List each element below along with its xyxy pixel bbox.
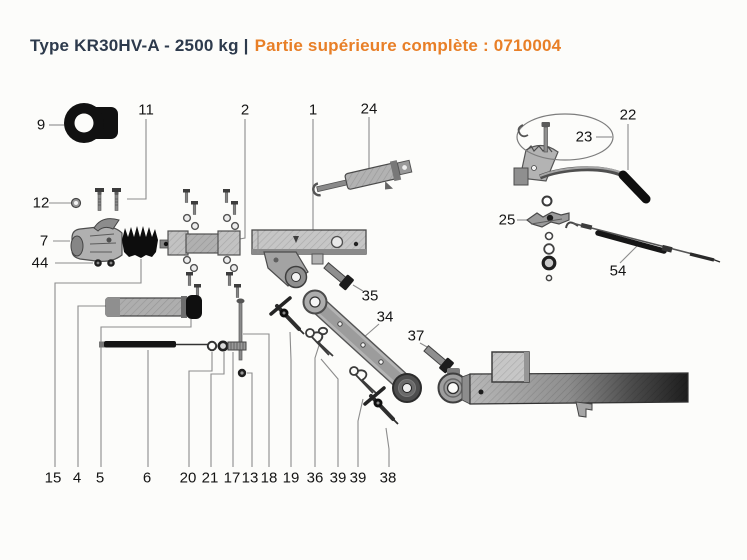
towing-eye-part — [64, 103, 118, 143]
bolt-pair-part — [94, 187, 122, 211]
callout-9: 9 — [36, 116, 46, 134]
callout-25: 25 — [498, 211, 516, 229]
callout-24: 24 — [360, 100, 378, 118]
bushing-assembly-part — [159, 230, 241, 256]
page-title: Type KR30HV-A - 2500 kg | Partie supérieu… — [30, 36, 561, 56]
nut-part — [70, 197, 82, 209]
r-clip-a-part — [305, 328, 334, 357]
callout-38: 38 — [379, 469, 397, 487]
callout-12: 12 — [32, 194, 50, 212]
callout-11: 11 — [138, 101, 154, 119]
callout-18: 18 — [260, 469, 278, 487]
drawbar-body-part — [251, 229, 367, 265]
rod-eye-part — [206, 340, 218, 352]
callout-39-a: 39 — [329, 469, 347, 487]
callout-54: 54 — [609, 262, 627, 280]
washer-21-part — [217, 340, 229, 352]
coupling-head-part — [70, 218, 123, 262]
callout-7: 7 — [39, 232, 49, 250]
shock-absorber-part — [312, 159, 413, 197]
callout-39-b: 39 — [349, 469, 367, 487]
callout-22: 22 — [619, 106, 637, 124]
callout-4: 4 — [72, 469, 82, 487]
bolt-35-part — [323, 262, 354, 291]
callout-17: 17 — [223, 469, 241, 487]
lever-pin-balloon — [516, 113, 614, 161]
page-title-type: Type KR30HV-A - 2500 kg | — [30, 36, 249, 55]
link-arm-part — [302, 289, 422, 403]
lever-ring-part — [541, 195, 553, 207]
callout-5: 5 — [95, 469, 105, 487]
page-title-section: Partie supérieure complète : 0710004 — [254, 36, 562, 55]
callout-2: 2 — [240, 101, 250, 119]
bellows-part — [122, 226, 158, 258]
lower-drawbar-tube — [437, 351, 689, 418]
callout-15: 15 — [44, 469, 62, 487]
clevis-pin-part — [236, 298, 245, 361]
callout-23: 23 — [575, 128, 593, 146]
snap-ring-part — [317, 326, 329, 336]
callout-44: 44 — [31, 254, 49, 272]
callout-36: 36 — [306, 469, 324, 487]
toggle-pin-19-part — [269, 296, 306, 336]
callout-35: 35 — [361, 287, 379, 305]
callout-13: 13 — [241, 469, 259, 487]
callout-34: 34 — [376, 308, 394, 326]
swivel-knuckle-part — [263, 251, 309, 289]
handbrake-lever-part — [513, 144, 651, 204]
threaded-stud-part — [227, 341, 247, 351]
callout-6: 6 — [142, 469, 152, 487]
nut-pair-part — [94, 259, 115, 267]
r-clip-b-part — [349, 366, 378, 395]
washer-stack — [541, 231, 557, 282]
callout-1: 1 — [308, 101, 318, 119]
damper-tube-part — [105, 296, 187, 318]
callout-21: 21 — [201, 469, 219, 487]
brake-cable-part — [565, 221, 721, 263]
callout-37: 37 — [407, 327, 425, 345]
lock-nut-part — [237, 368, 247, 378]
callout-19: 19 — [282, 469, 300, 487]
friction-rod-part — [99, 341, 209, 348]
pawl-part — [525, 211, 570, 228]
end-cap-part — [186, 295, 202, 319]
callout-20: 20 — [179, 469, 197, 487]
bolt-37-part — [423, 345, 454, 374]
